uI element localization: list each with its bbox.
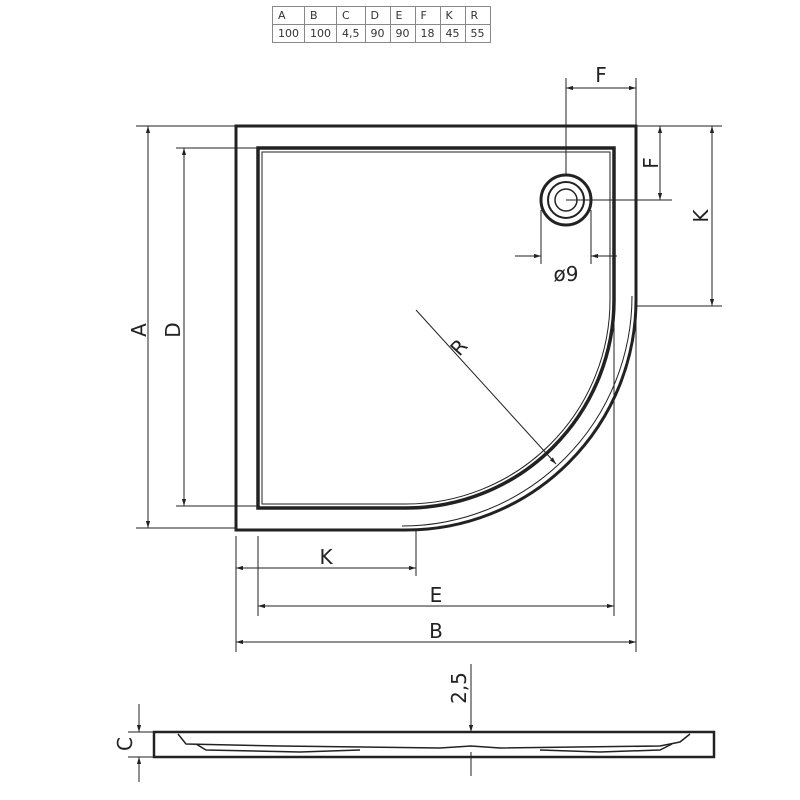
value-cell: 45 xyxy=(439,24,466,43)
dim-label-f-side: F xyxy=(639,157,663,169)
value-cell: 55 xyxy=(464,24,491,43)
dim-label-drain: ø9 xyxy=(554,262,579,286)
dim-label-f-top: F xyxy=(595,63,607,87)
dim-label-e: E xyxy=(430,583,443,607)
value-cell: 100 xyxy=(304,24,337,43)
dim-label-r: R xyxy=(445,334,472,360)
dim-label-d: D xyxy=(161,322,185,337)
value-cell: 100 xyxy=(272,24,305,43)
dim-label-a: A xyxy=(127,323,151,337)
dim-label-b: B xyxy=(429,619,443,643)
tray-outer-outline xyxy=(234,124,638,532)
tray-side-view xyxy=(128,664,716,782)
table-value-row: 100 100 4,5 90 90 18 45 55 xyxy=(272,24,491,43)
dim-label-depth: 2,5 xyxy=(447,672,471,704)
table-header-row: A B C D E F K R xyxy=(272,6,491,25)
tray-inner-outline xyxy=(256,146,616,510)
dimension-table: A B C D E F K R 100 100 4,5 90 90 18 45 … xyxy=(272,6,491,43)
dim-label-k-bottom: K xyxy=(319,545,333,569)
dim-label-k-side: K xyxy=(689,209,713,223)
dim-label-c: C xyxy=(113,737,137,751)
